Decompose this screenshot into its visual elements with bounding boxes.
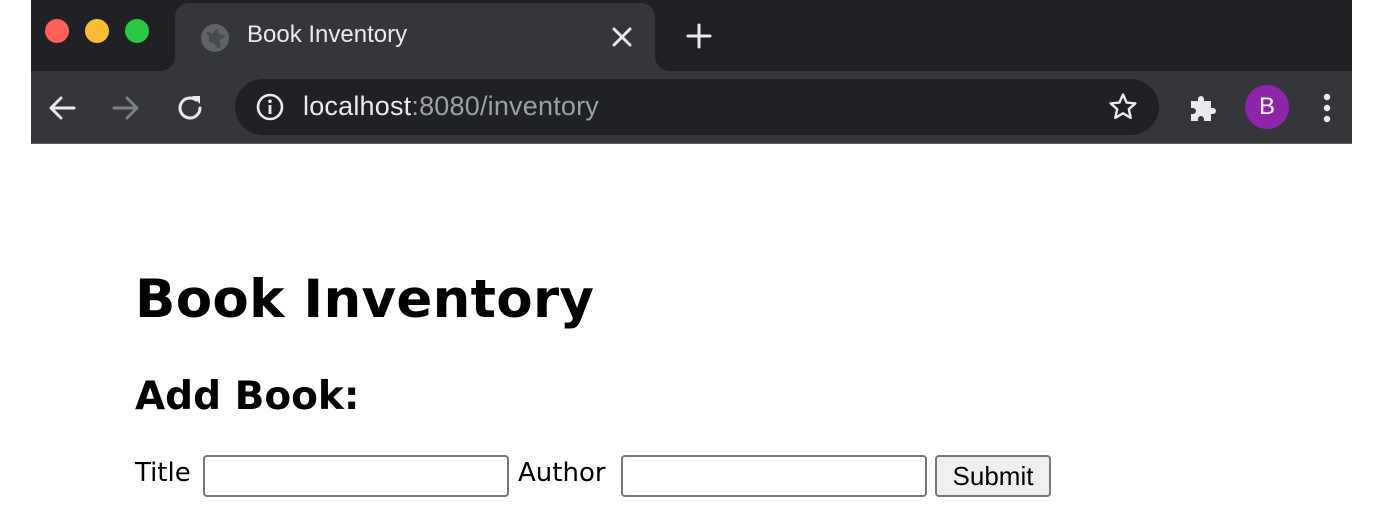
page-title: Book Inventory xyxy=(135,269,595,330)
title-label: Title xyxy=(135,458,191,488)
plus-icon[interactable] xyxy=(685,22,713,50)
section-title: Add Book: xyxy=(135,374,360,419)
author-input[interactable] xyxy=(621,455,927,497)
close-window-button[interactable] xyxy=(45,19,69,43)
star-icon[interactable] xyxy=(1108,92,1138,122)
browser-window: Book Inventory localhost:8080/inv xyxy=(31,0,1352,526)
profile-avatar[interactable]: B xyxy=(1245,85,1289,129)
globe-icon xyxy=(201,24,229,52)
maximize-window-button[interactable] xyxy=(125,19,149,43)
arrow-left-icon[interactable] xyxy=(47,93,77,123)
kebab-menu-icon[interactable] xyxy=(1321,92,1333,124)
tab-book-inventory[interactable]: Book Inventory xyxy=(161,3,669,71)
puzzle-icon[interactable] xyxy=(1187,92,1219,124)
title-input[interactable] xyxy=(203,455,509,497)
tab-title: Book Inventory xyxy=(247,21,408,48)
close-icon[interactable] xyxy=(610,25,634,49)
tab-strip: Book Inventory xyxy=(31,0,1352,71)
add-book-form: Title Author Submit xyxy=(135,455,1135,497)
submit-button[interactable]: Submit xyxy=(935,455,1051,497)
arrow-right-icon[interactable] xyxy=(111,93,141,123)
url-text: localhost:8080/inventory xyxy=(303,91,599,122)
address-bar[interactable]: localhost:8080/inventory xyxy=(235,79,1159,135)
page-content: Book Inventory Add Book: Title Author Su… xyxy=(31,145,1352,526)
url-host: localhost xyxy=(303,91,412,121)
info-icon[interactable] xyxy=(255,92,285,122)
browser-toolbar: localhost:8080/inventory B xyxy=(31,71,1352,144)
url-path: :8080/inventory xyxy=(411,91,599,121)
reload-icon[interactable] xyxy=(175,93,205,123)
author-label: Author xyxy=(518,458,606,488)
minimize-window-button[interactable] xyxy=(85,19,109,43)
